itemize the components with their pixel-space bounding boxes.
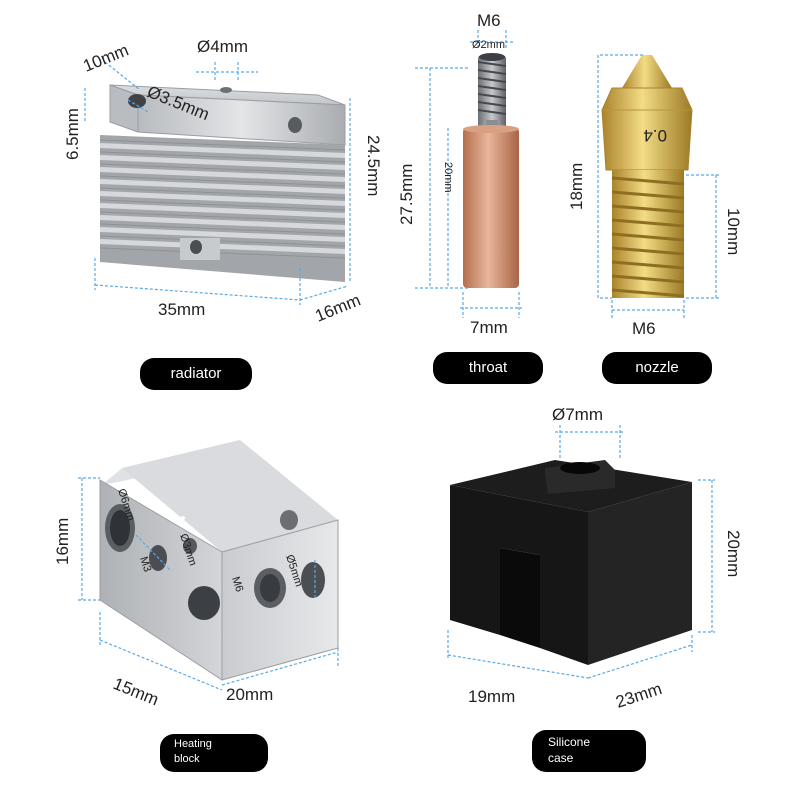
silicone-case-illustration: Ø7mm 20mm 19mm 23mm <box>447 405 743 712</box>
throat-thread-dim: M6 <box>477 11 501 30</box>
radiator-depth-dim: 16mm <box>312 290 363 325</box>
heating-block-depth-dim: 15mm <box>111 674 162 709</box>
radiator-height-dim: 24.5mm <box>364 135 383 196</box>
silicone-case-height-dim: 20mm <box>724 530 743 577</box>
heating-block-illustration: 16mm 15mm 20mm Ø6mm M3 Ø3mm M6 Ø5mm <box>53 440 339 709</box>
heating-block-hole-d-dim: M6 <box>229 575 245 593</box>
silicone-case-width-dim: 23mm <box>613 679 664 712</box>
throat-label: throat <box>433 352 543 384</box>
heating-block-label-line1: Heating <box>174 738 212 750</box>
silicone-case-label: Silicone case <box>532 730 646 772</box>
silicone-case-hole-dim: Ø7mm <box>552 405 603 424</box>
silicone-case-depth-dim: 19mm <box>468 687 515 706</box>
nozzle-engraving: 0.4 <box>643 126 667 145</box>
throat-label-text: throat <box>468 359 508 376</box>
radiator-depth-top-dim: 10mm <box>80 40 131 75</box>
heating-block-width-dim: 20mm <box>226 685 273 704</box>
throat-diameter-dim: 7mm <box>470 318 508 337</box>
heating-block-hole-b-dim: M3 <box>137 555 153 573</box>
radiator-width-dim: 35mm <box>158 300 205 319</box>
nozzle-length-dim: 18mm <box>567 163 586 210</box>
nozzle-illustration: 0.4 18mm 10mm M6 <box>567 54 743 338</box>
radiator-hole-top-dim: Ø4mm <box>197 37 248 56</box>
nozzle-label-text: nozzle <box>635 359 679 376</box>
heating-block-label: Heating block <box>160 734 268 772</box>
throat-tube-length-dim: 20mm <box>442 162 454 193</box>
throat-illustration: M6 Ø2mm 27.5mm 20mm 7mm <box>397 11 522 337</box>
radiator-label: radiator <box>140 358 252 390</box>
throat-bore-dim: Ø2mm <box>472 39 505 51</box>
radiator-label-text: radiator <box>170 365 222 382</box>
nozzle-thread-dim: M6 <box>632 319 656 338</box>
silicone-case-label-line1: Silicone <box>548 735 591 749</box>
radiator-fins <box>99 135 346 282</box>
radiator-height-side-dim: 6.5mm <box>63 108 82 160</box>
nozzle-label: nozzle <box>602 352 712 384</box>
heating-block-height-dim: 16mm <box>53 518 72 565</box>
nozzle-thread-length-dim: 10mm <box>724 208 743 255</box>
heating-block-label-line2: block <box>174 753 200 765</box>
throat-total-length-dim: 27.5mm <box>397 164 416 225</box>
silicone-case-label-line2: case <box>548 751 574 765</box>
radiator-illustration: Ø4mm 10mm 6.5mm Ø3.5mm 24.5mm 35mm 16mm <box>63 37 383 326</box>
